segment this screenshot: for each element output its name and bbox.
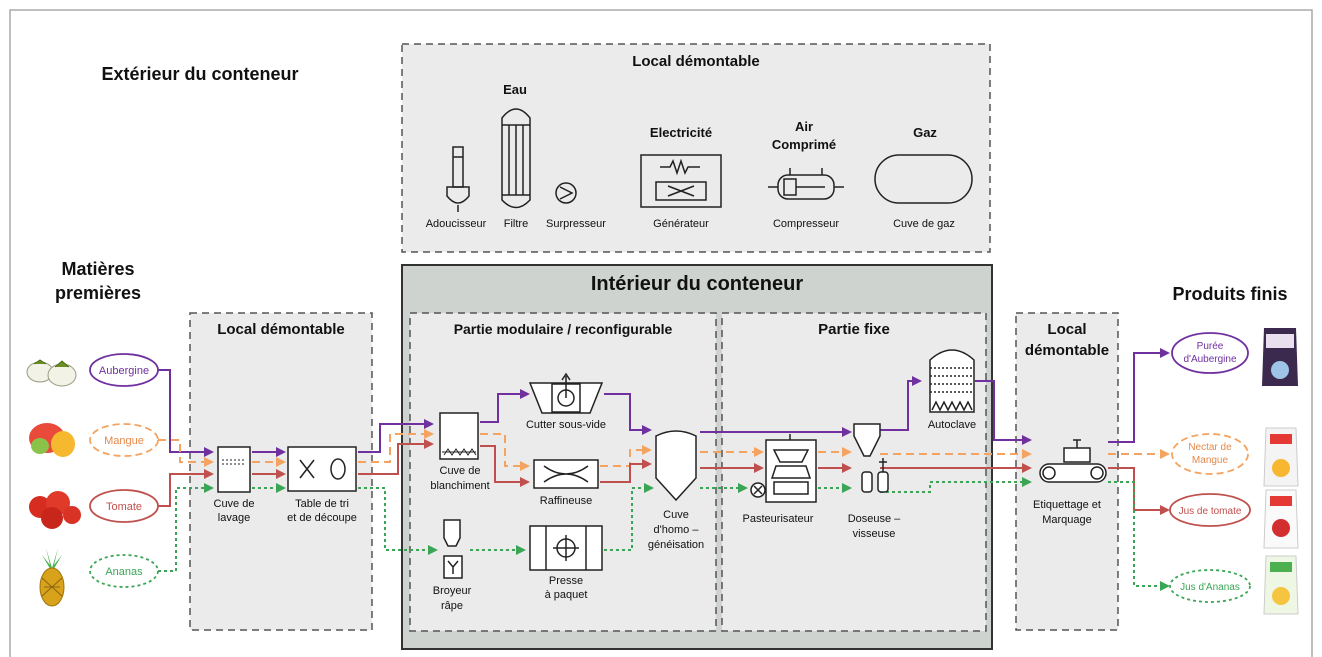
etiquettage-label-1: Etiquettage et	[1033, 499, 1101, 511]
cuve-gaz-icon	[874, 154, 973, 204]
table-tri-label-1: Table de tri	[295, 498, 349, 510]
puree-label-2: d'Aubergine	[1183, 354, 1237, 365]
inputs-title-2: premières	[55, 283, 141, 303]
cuve-gaz-label: Cuve de gaz	[893, 218, 955, 230]
broyeur-label-2: râpe	[441, 600, 463, 612]
jus-ananas-node	[1169, 569, 1251, 603]
adoucisseur-label: Adoucisseur	[426, 218, 487, 230]
table-tri-label-2: et de découpe	[287, 512, 357, 524]
puree-pouch-image	[1262, 328, 1298, 386]
flow-lines	[158, 348, 1170, 591]
autoclave-icon	[929, 349, 975, 413]
doseuse-icon	[853, 423, 889, 493]
generateur-icon	[640, 154, 722, 208]
mangue-label: Mangue	[104, 435, 144, 447]
cuve-blanchiment-icon	[439, 412, 479, 460]
gaz-label: Gaz	[913, 125, 937, 140]
aubergine-image	[26, 359, 77, 387]
raffineuse-label: Raffineuse	[540, 495, 592, 507]
inputs-title-1: Matières	[61, 259, 134, 279]
outside-title: Extérieur du conteneur	[101, 64, 298, 84]
broyeur-label-1: Broyeur	[433, 585, 472, 597]
pasteurisateur-label: Pasteurisateur	[743, 513, 814, 525]
mangue-image	[29, 423, 75, 457]
homo-label-2: d'homo –	[654, 524, 700, 536]
jus-ananas-label: Jus d'Ananas	[1180, 582, 1240, 593]
blanchiment-label-2: blanchiment	[430, 480, 489, 492]
presse-label-1: Presse	[549, 575, 583, 587]
outputs-title: Produits finis	[1172, 284, 1287, 304]
filtre-icon	[501, 108, 531, 209]
nectar-pouch-image	[1263, 427, 1299, 487]
doseuse-label-1: Doseuse –	[848, 513, 901, 525]
cutter-icon	[528, 372, 604, 414]
tomate-image	[29, 491, 81, 529]
fixed-title: Partie fixe	[818, 321, 890, 338]
etiquettage-label-2: Marquage	[1042, 514, 1092, 526]
ananas-pouch-image	[1263, 555, 1299, 615]
right-local-title-1: Local	[1047, 321, 1086, 338]
left-local-title: Local démontable	[217, 321, 345, 338]
broyeur-icon	[443, 519, 463, 579]
raffineuse-icon	[533, 459, 599, 489]
compresseur-label: Compresseur	[773, 218, 839, 230]
cutter-label: Cutter sous-vide	[526, 419, 606, 431]
etiquettage-icon	[1039, 439, 1107, 483]
adoucisseur-icon	[446, 146, 470, 212]
doseuse-label-2: visseuse	[853, 528, 896, 540]
cuve-lavage-icon	[217, 446, 251, 493]
nectar-label-1: Nectar de	[1188, 442, 1232, 453]
table-tri-icon	[287, 446, 357, 492]
surpresseur-label: Surpresseur	[546, 218, 606, 230]
utilities-box	[401, 43, 991, 253]
aubergine-label: Aubergine	[99, 365, 149, 377]
surpresseur-icon	[555, 182, 577, 204]
presse-icon	[529, 525, 603, 571]
autoclave-label: Autoclave	[928, 419, 976, 431]
air-label-2: Comprimé	[772, 137, 836, 152]
right-local-title-2: démontable	[1025, 342, 1109, 359]
jus-tomate-label: Jus de tomate	[1179, 506, 1242, 517]
filtre-label: Filtre	[504, 218, 528, 230]
homo-label-1: Cuve	[663, 509, 689, 521]
blanchiment-label-1: Cuve de	[440, 465, 481, 477]
ananas-label: Ananas	[105, 566, 143, 578]
puree-node	[1171, 332, 1249, 374]
nectar-node	[1171, 433, 1249, 475]
cuve-lavage-label-1: Cuve de	[214, 498, 255, 510]
pasteurisateur-icon	[750, 434, 817, 503]
cuve-lavage-label-2: lavage	[218, 512, 250, 524]
electricite-label: Electricité	[650, 125, 712, 140]
ananas-image	[39, 548, 65, 607]
generateur-label: Générateur	[653, 218, 709, 230]
cuve-homo-icon	[655, 430, 697, 502]
eau-label: Eau	[503, 82, 527, 97]
presse-label-2: à paquet	[545, 589, 588, 601]
interior-title: Intérieur du conteneur	[591, 273, 803, 295]
jus-tomate-node	[1169, 493, 1251, 527]
compresseur-icon	[768, 168, 844, 200]
puree-label-1: Purée	[1197, 341, 1224, 352]
tomate-pouch-image	[1263, 489, 1299, 549]
tomate-label: Tomate	[106, 501, 142, 513]
homo-label-3: généisation	[648, 539, 704, 551]
modular-title: Partie modulaire / reconfigurable	[454, 321, 673, 337]
air-label-1: Air	[795, 119, 813, 134]
nectar-label-2: Mangue	[1192, 455, 1229, 466]
utilities-title: Local démontable	[632, 53, 760, 70]
